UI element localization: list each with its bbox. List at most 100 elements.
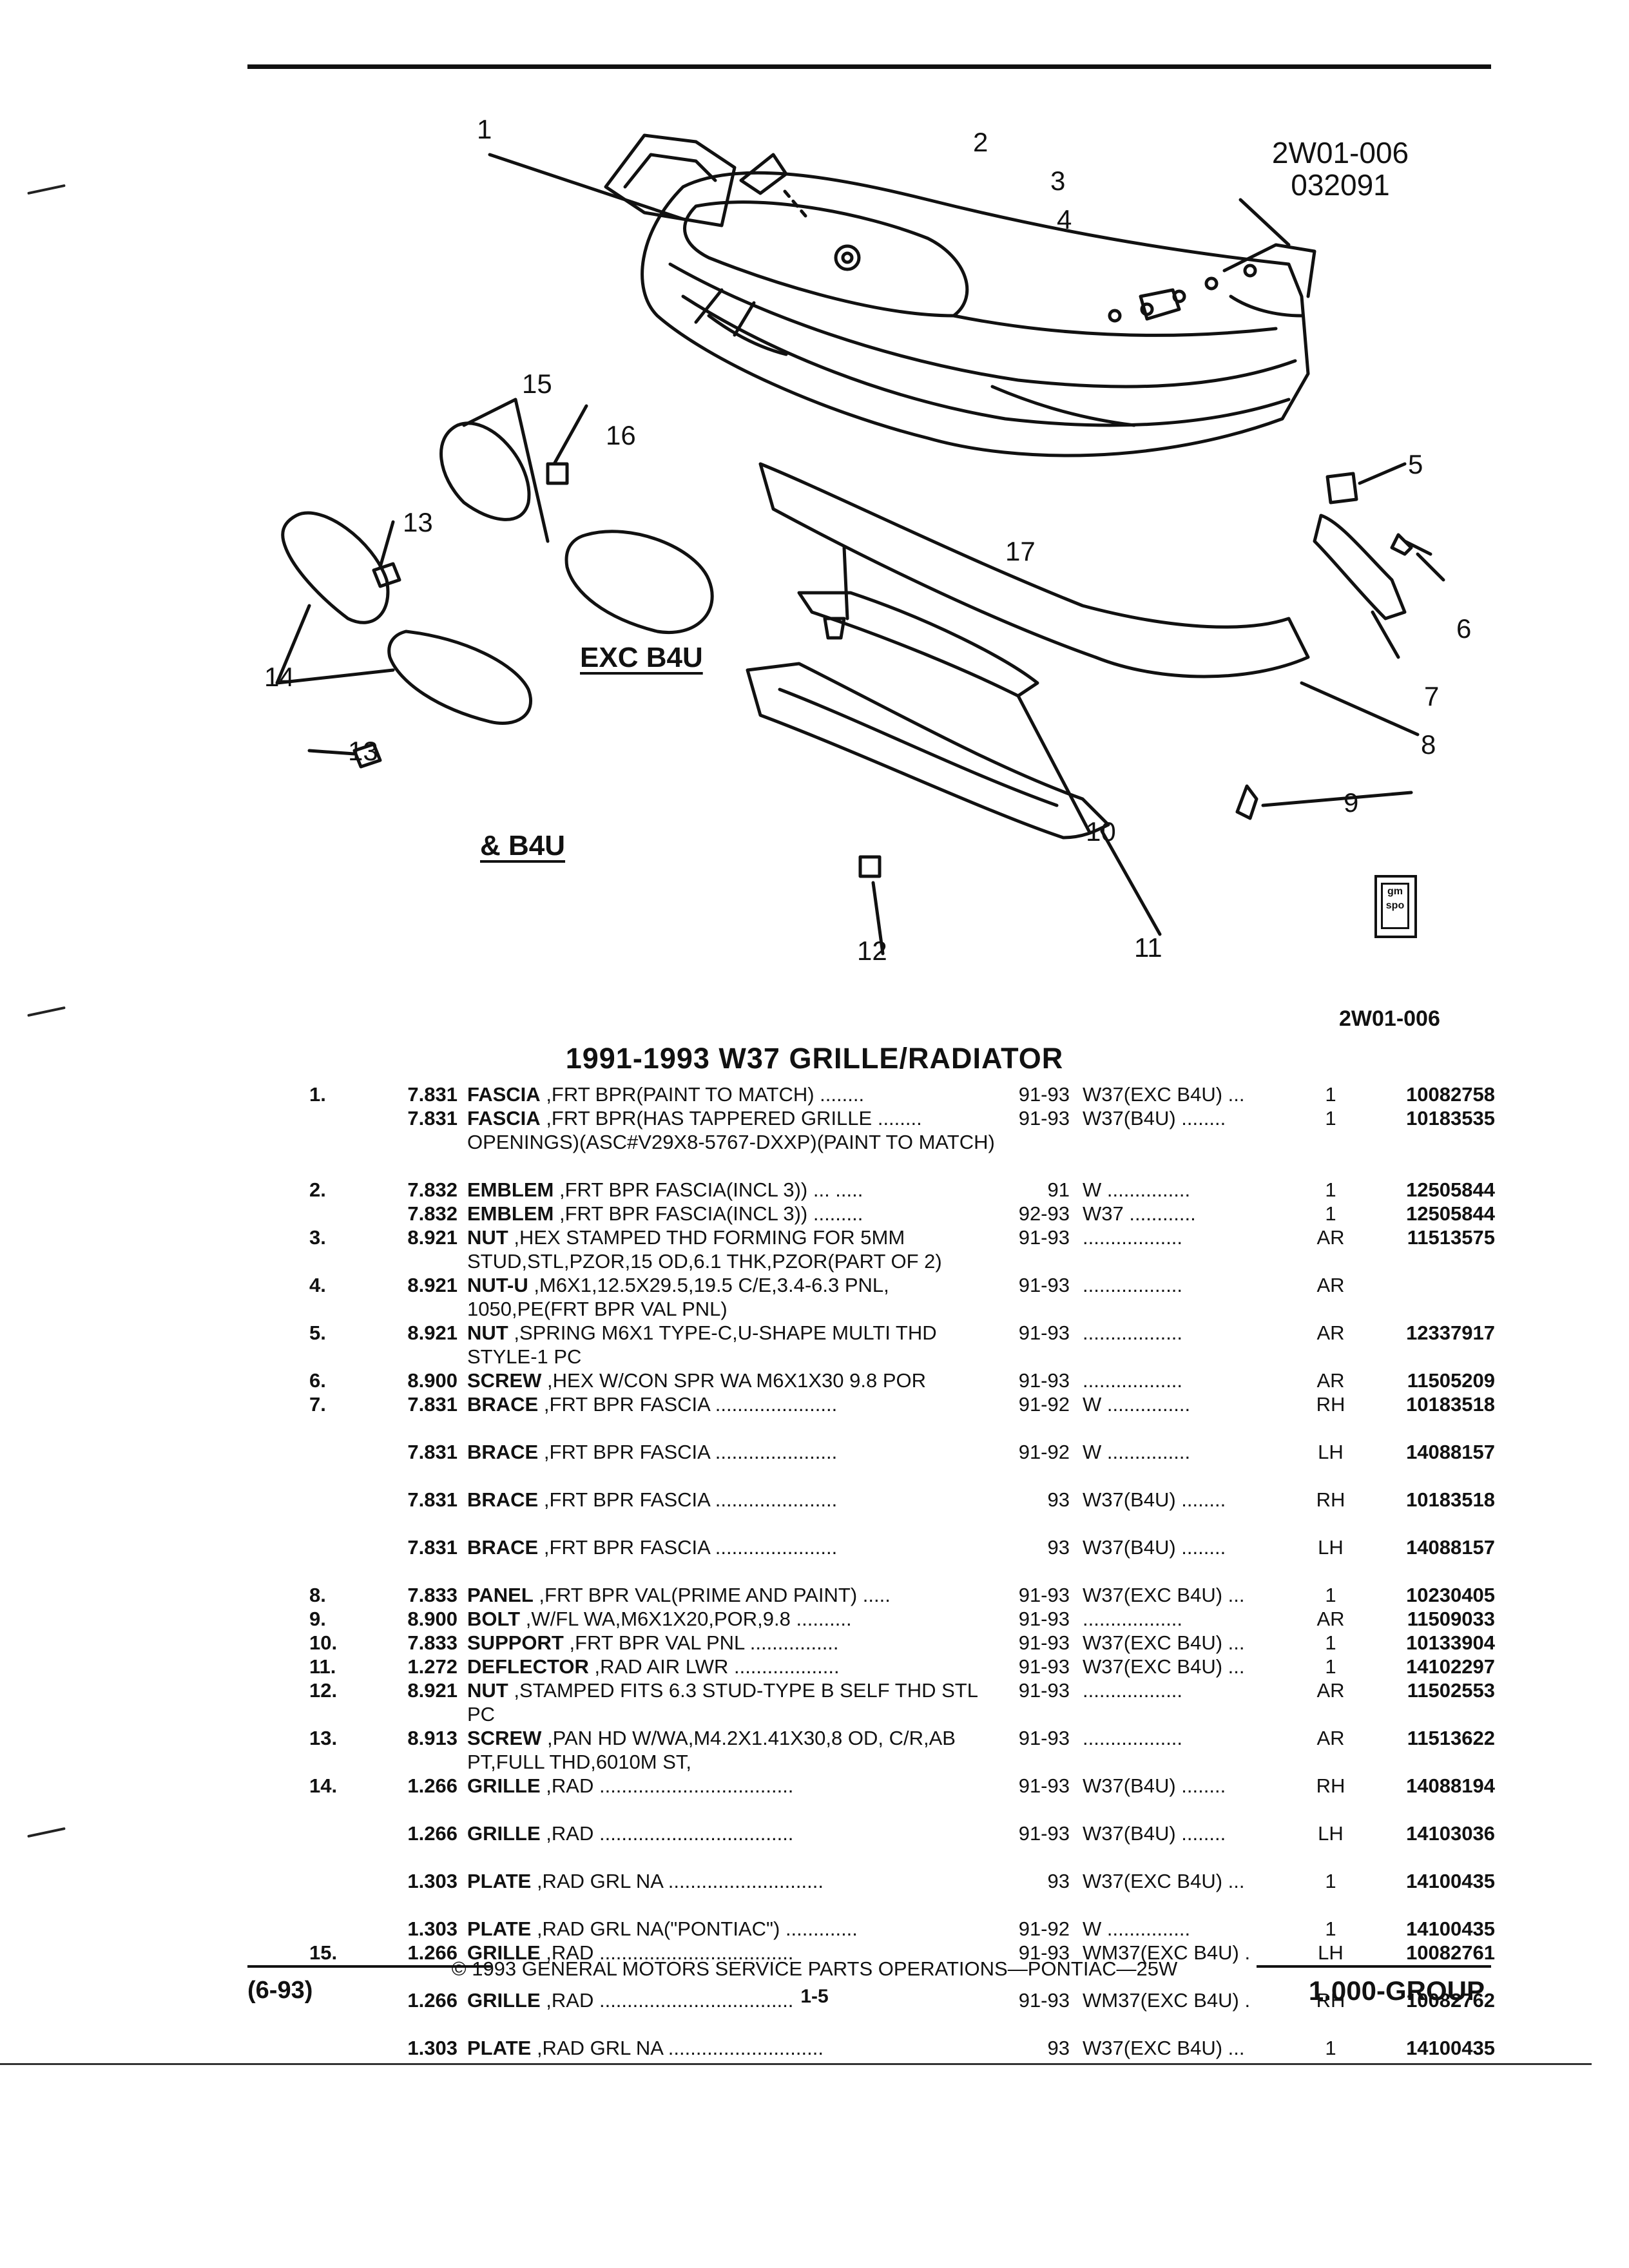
catalog-number: 1.266	[407, 1941, 458, 1964]
model-usage: W37(EXC B4U) ...	[1083, 2037, 1245, 2059]
model-years: 91-93	[1018, 1107, 1070, 1129]
model-years: 93	[1047, 1870, 1070, 1892]
part-number: 10082761	[1406, 1941, 1495, 1964]
catalog-number: 7.833	[407, 1584, 458, 1606]
top-rule	[247, 64, 1491, 69]
catalog-number: 7.831	[407, 1488, 458, 1511]
callout-12: 12	[857, 936, 887, 966]
catalog-number: 1.272	[407, 1655, 458, 1678]
item-ref-number: 5.	[309, 1321, 326, 1344]
part-number: 14088157	[1406, 1441, 1495, 1463]
part-number: 10082758	[1406, 1083, 1495, 1106]
model-usage: W37 ............	[1083, 1202, 1196, 1225]
part-description: FASCIA ,FRT BPR(HAS TAPPERED GRILLE ....…	[467, 1106, 996, 1154]
model-usage: W37(EXC B4U) ...	[1083, 1584, 1245, 1606]
part-number: 11513575	[1407, 1226, 1495, 1249]
part-description: PLATE ,RAD GRL NA ......................…	[467, 2036, 996, 2060]
condition-b4u: & B4U	[480, 830, 566, 861]
callout-15: 15	[522, 369, 552, 399]
quantity: LH	[1318, 1536, 1344, 1559]
part-description: GRILLE ,RAD ............................…	[467, 1941, 996, 1965]
model-years: 91-93	[1018, 1655, 1070, 1678]
callout-6: 6	[1456, 613, 1471, 644]
part-description: NUT-U ,M6X1,12.5X29.5,19.5 C/E,3.4-6.3 P…	[467, 1273, 996, 1321]
quantity: AR	[1316, 1679, 1345, 1702]
part-detail: ,FRT BPR FASCIA(INCL 3)) .........	[559, 1202, 863, 1225]
part-detail: ,FRT BPR(PAINT TO MATCH) ........	[546, 1083, 865, 1106]
part-description: GRILLE ,RAD ............................…	[467, 1774, 996, 1798]
quantity: AR	[1316, 1226, 1345, 1249]
part-name: BRACE	[467, 1441, 539, 1463]
catalog-number: 1.266	[407, 1989, 458, 2012]
catalog-number: 8.900	[407, 1608, 458, 1630]
catalog-number: 7.832	[407, 1178, 458, 1201]
parts-row: 5. 8.921 NUT ,SPRING M6X1 TYPE-C,U-SHAPE M…	[284, 1321, 1495, 1369]
part-detail: ,RAD GRL NA("PONTIAC") .............	[536, 1917, 858, 1940]
part-detail: ,FRT BPR VAL(PRIME AND PAINT) .....	[539, 1584, 891, 1606]
part-detail: ,RAD AIR LWR ...................	[594, 1655, 840, 1678]
model-usage: W ...............	[1083, 1393, 1191, 1416]
part-detail: ,RAD ...................................	[546, 1822, 794, 1845]
model-usage: ..................	[1083, 1274, 1183, 1296]
part-detail: ,FRT BPR VAL PNL ................	[569, 1631, 839, 1654]
catalog-number: 1.266	[407, 1822, 458, 1845]
part-detail: ,RAD ...................................	[546, 1941, 794, 1964]
part-name: BOLT	[467, 1608, 521, 1630]
catalog-number: 7.831	[407, 1441, 458, 1463]
callout-14: 14	[264, 662, 294, 692]
model-usage: W37(B4U) ........	[1083, 1536, 1226, 1559]
part-detail: ,RAD ...................................	[546, 1774, 794, 1797]
part-number: 12505844	[1406, 1178, 1495, 1201]
item-ref-number: 15.	[309, 1941, 338, 1964]
model-years: 91-93	[1018, 1631, 1070, 1654]
footer-revision: (6-93)	[247, 1977, 313, 2004]
part-name: FASCIA	[467, 1107, 541, 1129]
item-ref-number: 2.	[309, 1178, 326, 1201]
model-years: 91-93	[1018, 1822, 1070, 1845]
parts-row: 1.266 GRILLE ,RAD .......................…	[284, 1821, 1495, 1869]
callout-10: 10	[1086, 816, 1116, 847]
model-usage: W ...............	[1083, 1178, 1191, 1201]
part-detail: ,FRT BPR FASCIA ......................	[543, 1393, 838, 1416]
footer-rule-left	[247, 1965, 492, 1968]
catalog-number: 1.303	[407, 1917, 458, 1940]
part-description: DEFLECTOR ,RAD AIR LWR .................…	[467, 1655, 996, 1678]
part-description: GRILLE ,RAD ............................…	[467, 1821, 996, 1845]
part-number: 10133904	[1406, 1631, 1495, 1654]
part-number: 11509033	[1407, 1608, 1495, 1630]
part-description: NUT ,HEX STAMPED THD FORMING FOR 5MM STU…	[467, 1225, 996, 1273]
part-name: FASCIA	[467, 1083, 541, 1106]
bottom-rule	[0, 2063, 1592, 2065]
callout-2: 2	[973, 127, 988, 157]
part-name: SUPPORT	[467, 1631, 564, 1654]
part-description: NUT ,SPRING M6X1 TYPE-C,U-SHAPE MULTI TH…	[467, 1321, 996, 1369]
catalog-number: 8.921	[407, 1274, 458, 1296]
model-years: 91-92	[1018, 1917, 1070, 1940]
part-name: BRACE	[467, 1488, 539, 1511]
quantity: AR	[1316, 1321, 1345, 1344]
catalog-number: 1.303	[407, 1870, 458, 1892]
callout-1: 1	[477, 114, 492, 144]
catalog-number: 7.831	[407, 1107, 458, 1129]
quantity: 1	[1325, 1655, 1336, 1678]
part-detail: ,SPRING M6X1 TYPE-C,U-SHAPE MULTI THD ST…	[467, 1321, 937, 1368]
quantity: 1	[1325, 1178, 1336, 1201]
part-number: 12505844	[1406, 1202, 1495, 1225]
part-number: 14103036	[1406, 1822, 1495, 1845]
part-name: GRILLE	[467, 1774, 541, 1797]
catalog-number: 7.831	[407, 1083, 458, 1106]
model-years: 91-93	[1018, 1727, 1070, 1749]
callout-9: 9	[1344, 787, 1358, 818]
part-description: GRILLE ,RAD ............................…	[467, 1988, 996, 2012]
model-usage: ..................	[1083, 1608, 1183, 1630]
parts-row: 7.831 FASCIA ,FRT BPR(HAS TAPPERED GRILLE…	[284, 1106, 1495, 1178]
catalog-number: 8.921	[407, 1226, 458, 1249]
part-name: EMBLEM	[467, 1202, 554, 1225]
part-name: NUT-U	[467, 1274, 528, 1296]
catalog-number: 8.921	[407, 1321, 458, 1344]
